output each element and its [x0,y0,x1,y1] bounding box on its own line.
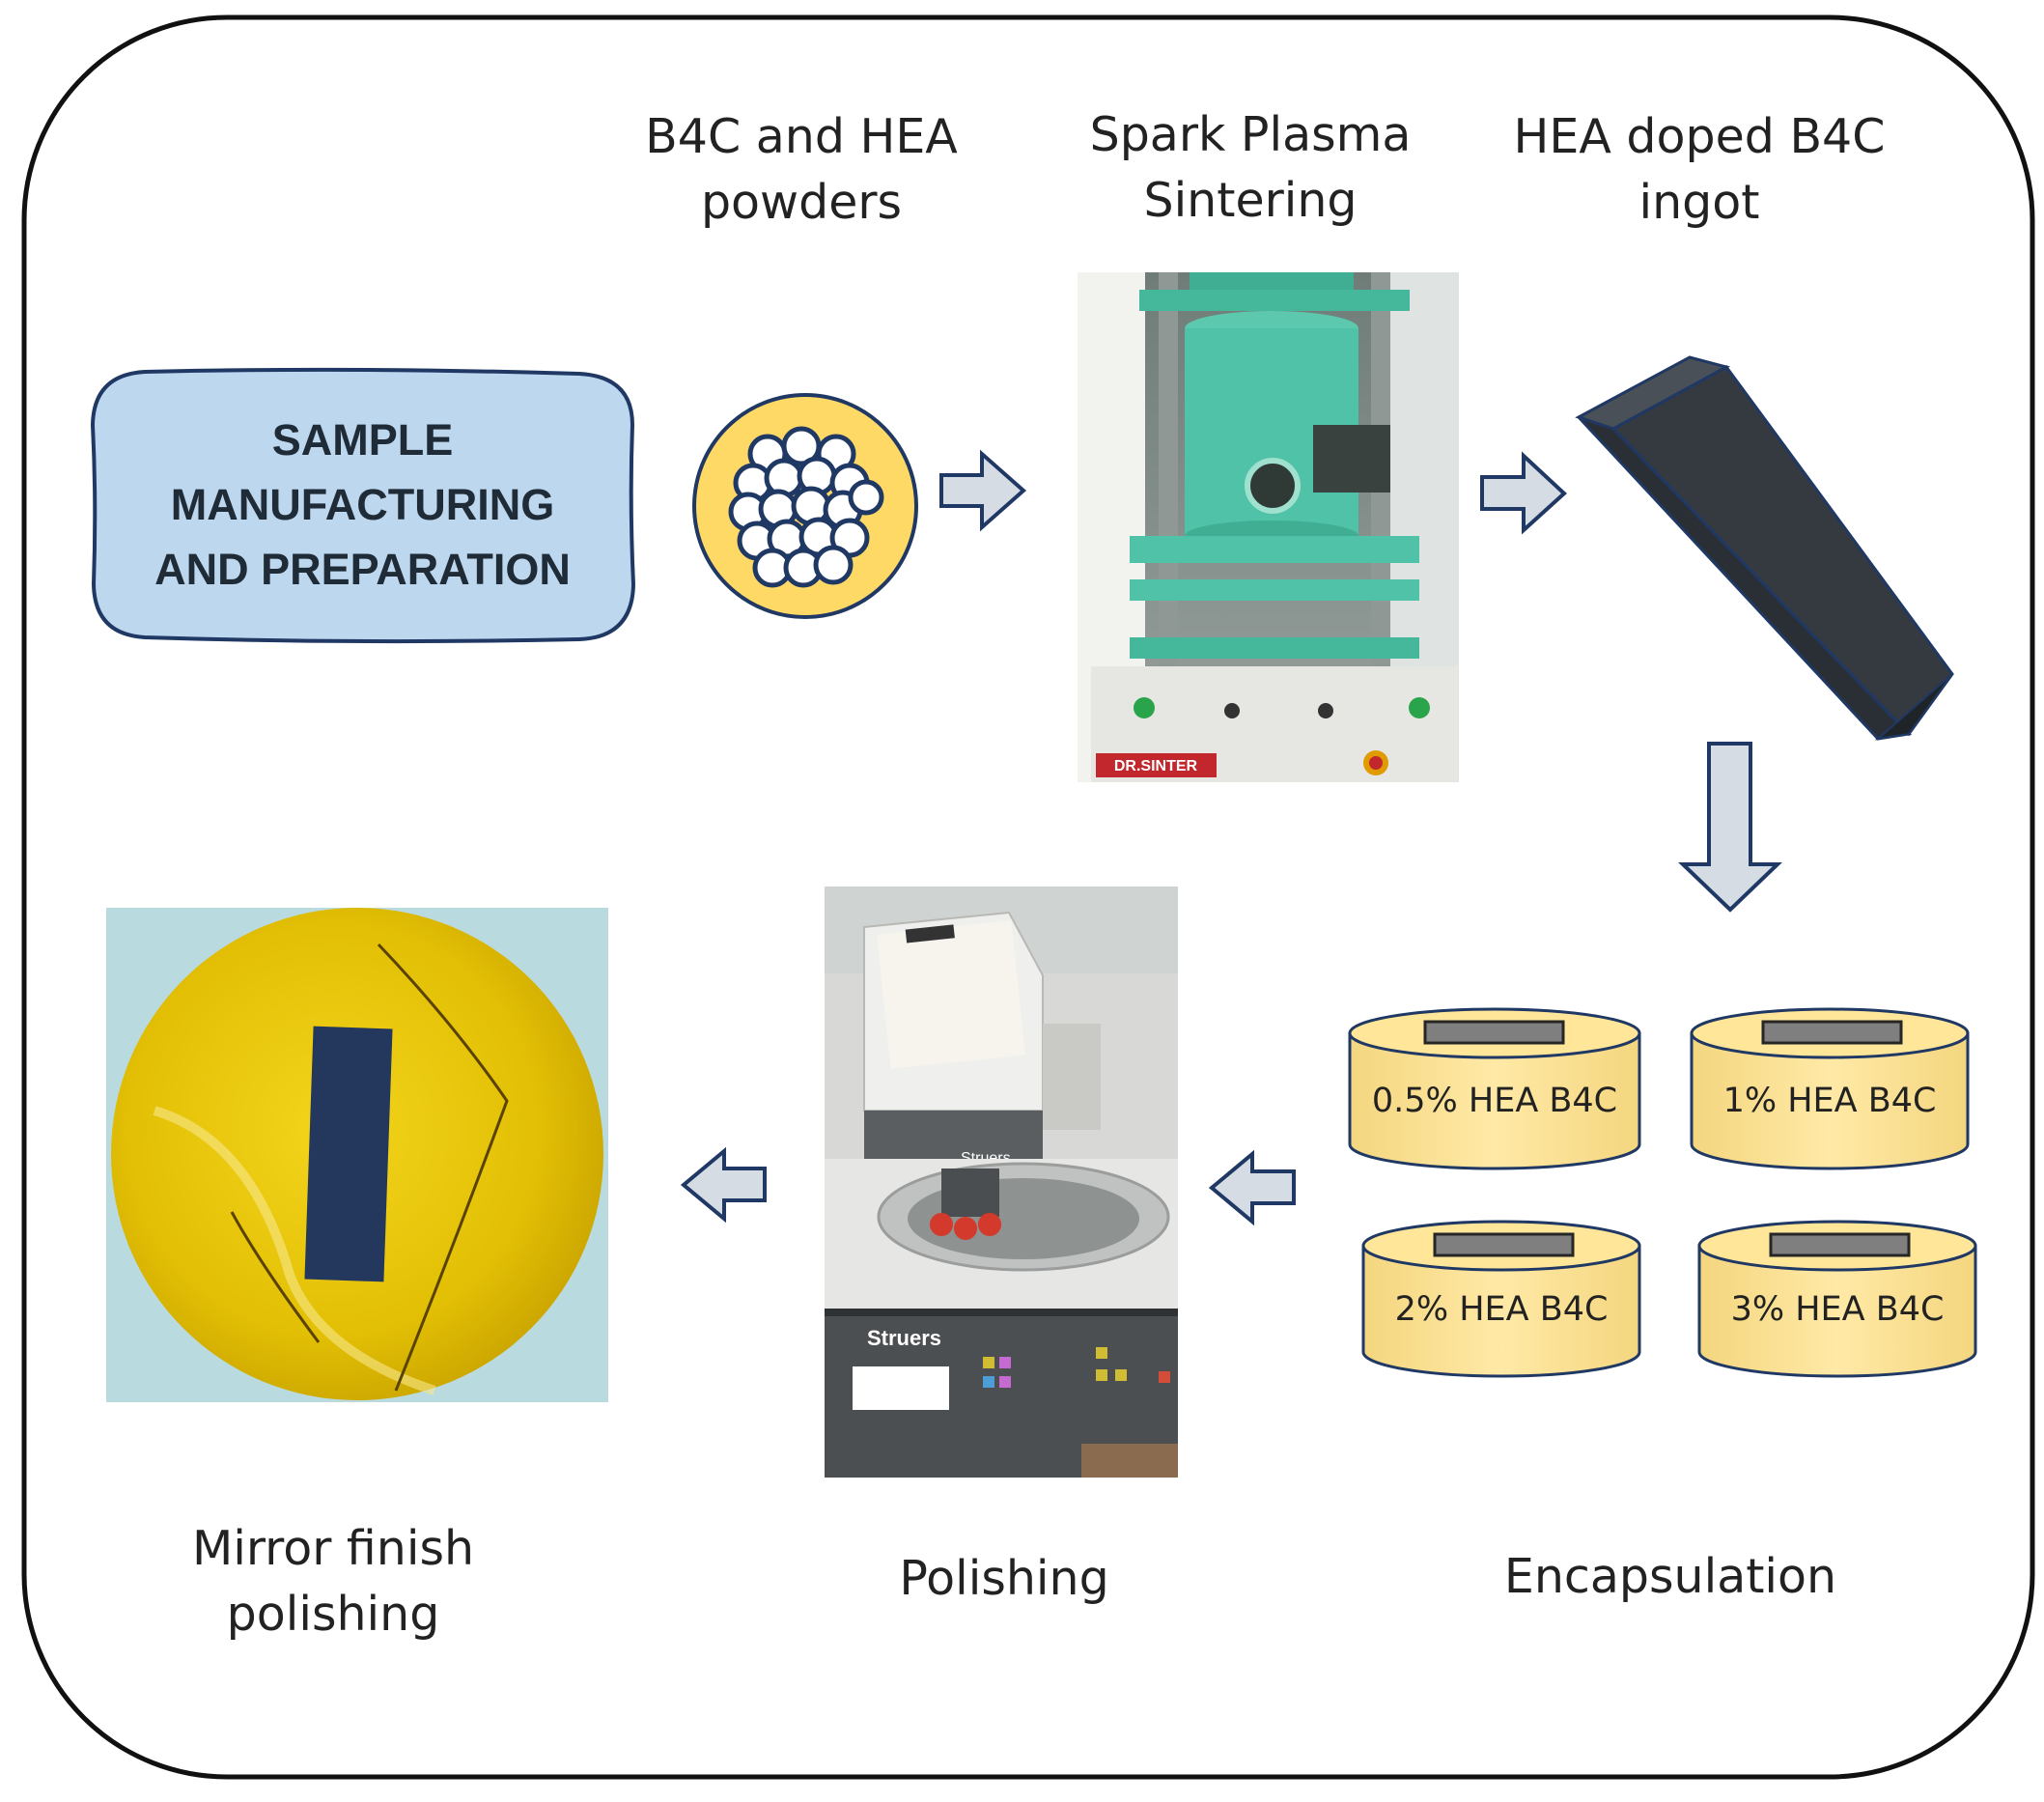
label-powders: B4C and HEA powders [618,104,985,236]
polishing-machine-photo: Struers Struers [825,887,1178,1478]
sample-label-4: 3% HEA B4C [1730,1290,1945,1329]
polisher-panel-brand: Struers [867,1326,941,1350]
label-ingot-line-2: ingot [1638,175,1760,230]
label-powders-line-2: powders [700,175,903,230]
powder-icon [692,393,918,619]
label-mirror: Mirror finish polishing [154,1516,512,1647]
label-sps-line-2: Sintering [1143,173,1358,228]
title-line-1: SAMPLE [271,415,454,465]
sps-brand-label: DR.SINTER [1114,758,1198,774]
sample-cylinder-3 [1361,1220,1641,1378]
sample-cylinder-1 [1348,1007,1641,1170]
label-powders-line-1: B4C and HEA [645,109,958,164]
section-title: SAMPLE MANUFACTURING AND PREPARATION [95,372,630,637]
arrow-right-1 [939,449,1027,532]
title-line-3: AND PREPARATION [154,545,571,594]
sample-cylinder-4 [1697,1220,1977,1378]
label-ingot: HEA doped B4C ingot [1506,104,1892,236]
sample-label-3: 2% HEA B4C [1394,1290,1609,1329]
sample-label-2: 1% HEA B4C [1722,1082,1937,1120]
label-encapsulation: Encapsulation [1503,1549,1837,1604]
sample-cylinder-2 [1690,1007,1970,1170]
mirror-sample-photo [106,908,608,1402]
label-mirror-line-2: polishing [226,1587,440,1642]
title-box-shape [90,367,636,644]
arrow-left-1 [1208,1149,1296,1226]
label-ingot-line-1: HEA doped B4C [1513,109,1886,164]
label-sps-line-1: Spark Plasma [1089,107,1412,162]
arrow-left-2 [680,1146,767,1224]
label-sps: Spark Plasma Sintering [1077,102,1424,234]
arrow-right-2 [1480,451,1567,535]
arrow-down [1678,742,1782,913]
sps-machine-photo: DR.SINTER [1078,272,1459,782]
ingot-icon [1575,355,1954,741]
label-mirror-line-1: Mirror finish [191,1521,475,1576]
title-line-2: MANUFACTURING [170,480,555,529]
sample-label-1: 0.5% HEA B4C [1371,1082,1618,1120]
label-polishing: Polishing [899,1551,1109,1606]
